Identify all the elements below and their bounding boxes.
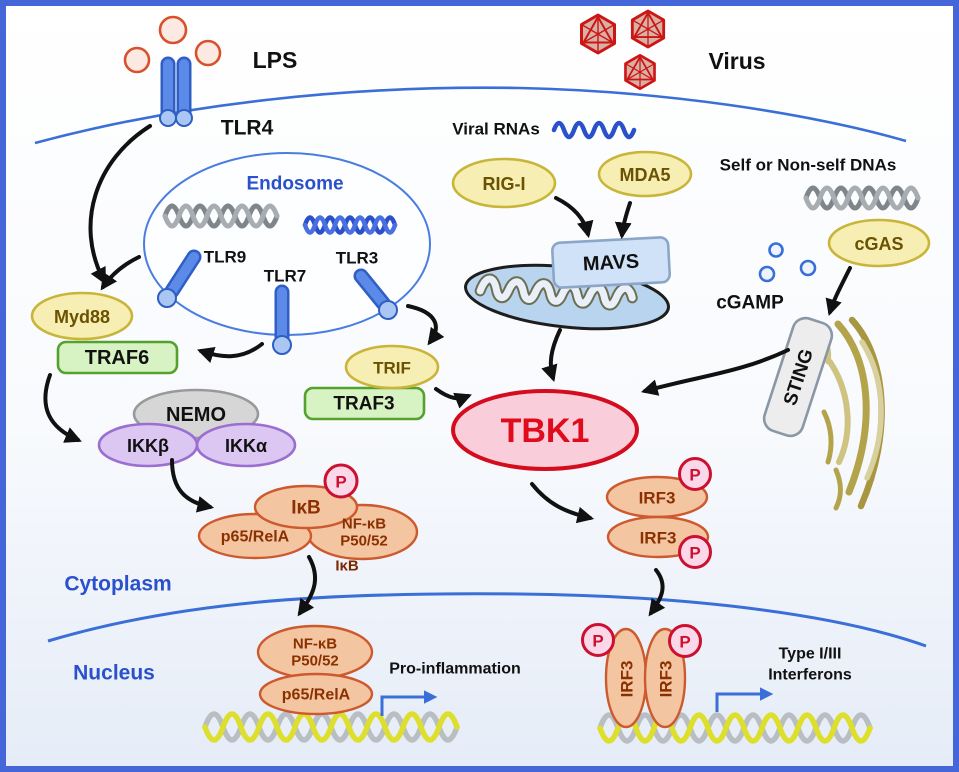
- cgas-node: [827, 218, 931, 268]
- endoplasmic-reticulum-icon: [815, 316, 885, 511]
- tlr7-label: TLR7: [264, 267, 307, 286]
- phospho-badge: [678, 535, 712, 569]
- p65-rela-label: p65/RelA: [221, 529, 290, 546]
- mavs-node: MAVS: [551, 236, 672, 289]
- transcription-arrow: [380, 690, 438, 716]
- pro-inflammation-label: Pro-inflammation: [389, 661, 521, 678]
- arrow-rigi-to-mavs: [554, 196, 594, 239]
- arrow-irf3-to-nucleus: [648, 568, 666, 617]
- irf3-label: IRF3: [639, 489, 676, 508]
- promoter-dna-right-icon: [597, 712, 873, 744]
- arrow-ikb-to-nucleus: [297, 555, 318, 617]
- arrow-traf6-to-ikk: [43, 373, 82, 443]
- viral-rna-squiggle-icon: [551, 120, 637, 140]
- arrow-ikk-to-ikb: [170, 458, 215, 513]
- cgamp-dots-icon: [758, 242, 817, 283]
- nucleus-label: Nucleus: [73, 662, 155, 685]
- endosome-dna-helix-icon: [162, 203, 280, 229]
- ikb-sub-label: IκB: [335, 558, 359, 575]
- endosome-rna-helix-icon: [302, 215, 398, 235]
- tlr9-receptor-icon: [157, 249, 202, 308]
- ikb-label: IκB: [291, 498, 321, 519]
- phospho-label: P: [335, 473, 346, 492]
- mavs-label: MAVS: [582, 251, 639, 276]
- p50-52-label: P50/52: [291, 653, 339, 670]
- self-dnas-label: Self or Non-self DNAs: [720, 156, 897, 175]
- tlr4-label: TLR4: [221, 117, 274, 140]
- mda5-node: [597, 150, 693, 198]
- ikb-nfkb-complex: P IκB p65/RelA NF-κB P50/52 IκB: [197, 463, 419, 575]
- ikka-node: [195, 422, 297, 468]
- virus-label: Virus: [708, 48, 765, 74]
- tlr4-receptor-icon: [159, 56, 193, 127]
- tlr9-label: TLR9: [204, 248, 247, 267]
- arrow-tlr4-to-myd88: [88, 124, 152, 285]
- phospho-badge: [323, 463, 359, 499]
- cgamp-label: cGAMP: [716, 293, 784, 314]
- lps-label: LPS: [253, 47, 298, 73]
- transcription-arrow: [715, 687, 774, 712]
- trif-label: TRIF: [373, 359, 411, 378]
- viral-rnas-label: Viral RNAs: [452, 120, 540, 139]
- nuclear-irf3-dimer: IRF3 IRF3 P P: [581, 623, 702, 729]
- irf3-label: IRF3: [657, 661, 676, 698]
- rigi-node: [451, 157, 557, 209]
- tbk1-node: [451, 389, 639, 471]
- p65-rela-label: p65/RelA: [282, 687, 351, 704]
- lps-molecule-icon: [123, 15, 222, 74]
- irf3-dimer-cytoplasm: P P IRF3 IRF3: [605, 457, 712, 569]
- mda5-label: MDA5: [619, 165, 670, 185]
- arrow-sting-to-tbk1: [640, 348, 790, 396]
- sting-node: STING: [762, 316, 834, 438]
- phospho-badge: [581, 623, 615, 657]
- phospho-label: P: [679, 633, 690, 652]
- phospho-label: P: [689, 544, 700, 563]
- arrow-mda5-to-mavs: [614, 201, 632, 240]
- cytoplasm-label: Cytoplasm: [64, 573, 171, 596]
- rigi-label: RIG-I: [483, 174, 526, 194]
- arrow-tlr7-to-traf6: [197, 342, 264, 363]
- tbk1-label: TBK1: [501, 412, 590, 450]
- ikkb-label: IKKβ: [127, 436, 169, 456]
- nfkb-label: NF-κB: [342, 516, 386, 533]
- ikka-label: IKKα: [225, 436, 267, 456]
- arrow-tbk1-to-irf3: [530, 482, 595, 524]
- arrow-trif-to-tbk1: [434, 387, 472, 409]
- endosome-label: Endosome: [246, 174, 343, 195]
- phospho-badge: [668, 624, 702, 658]
- arrow-cgas-to-sting: [825, 266, 852, 317]
- nemo-label: NEMO: [166, 404, 226, 426]
- nfkb-label: NF-κB: [293, 636, 337, 653]
- irf3-label: IRF3: [618, 661, 637, 698]
- interferons-label-line1: Type I/III: [779, 646, 842, 663]
- phospho-label: P: [592, 632, 603, 651]
- trif-node: [344, 344, 440, 390]
- traf6-label: TRAF6: [85, 347, 149, 369]
- interferons-label-line2: Interferons: [768, 667, 852, 684]
- myd88-label: Myd88: [54, 307, 110, 327]
- arrow-tlr3-to-trif: [406, 304, 445, 346]
- p65-rela-node: [258, 672, 374, 716]
- irf3-label: IRF3: [640, 529, 677, 548]
- arrow-tlr9-to-myd88: [100, 255, 141, 291]
- p50-52-label: P50/52: [340, 533, 388, 550]
- nuclear-membrane: [47, 592, 927, 648]
- phospho-label: P: [689, 466, 700, 485]
- arrow-mavs-to-tbk1: [541, 328, 562, 383]
- ikb-node: [253, 484, 359, 530]
- promoter-dna-left-icon: [202, 711, 460, 743]
- myd88-node: [30, 291, 134, 341]
- cytosolic-dna-helix-icon: [803, 185, 921, 211]
- tlr3-label: TLR3: [336, 249, 379, 268]
- tlr3-receptor-icon: [353, 268, 398, 320]
- cgas-label: cGAS: [854, 234, 903, 254]
- nuclear-nfkb-complex: NF-κB P50/52 p65/RelA: [256, 624, 374, 716]
- traf6-node: [56, 340, 179, 375]
- traf3-label: TRAF3: [333, 394, 394, 415]
- traf3-node: [303, 386, 426, 421]
- phospho-badge: [678, 457, 712, 491]
- tlr7-receptor-icon: [272, 284, 292, 355]
